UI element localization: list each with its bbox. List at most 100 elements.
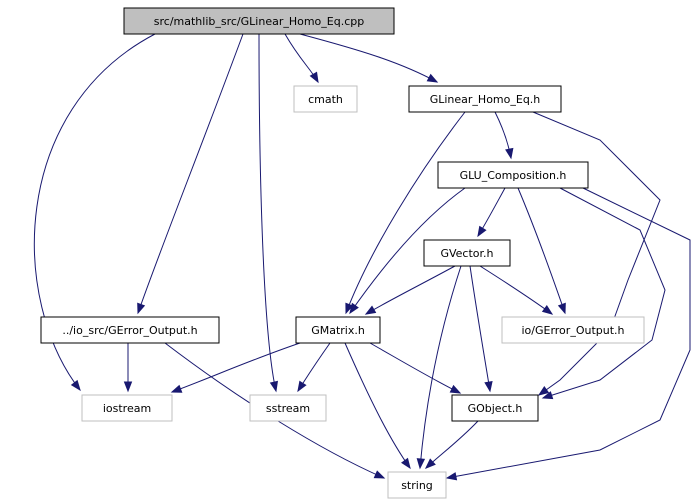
edge-line-glu_h-to-string <box>446 187 691 479</box>
edge-arrowhead-root-to-iostream <box>70 379 81 392</box>
node-box <box>81 394 173 422</box>
node-label: sstream <box>266 402 310 415</box>
node-sstream: sstream <box>249 394 327 422</box>
edge-line-root-to-glhe_h <box>299 33 438 83</box>
node-label: io/GError_Output.h <box>521 324 624 337</box>
node-box <box>249 394 327 422</box>
node-string: string <box>387 471 447 499</box>
edge-root-to-glhe_h <box>299 33 439 83</box>
node-box <box>451 394 539 422</box>
edge-arrowhead-gerror_rel-to-string <box>373 470 386 479</box>
node-box <box>387 471 447 499</box>
edge-glu_h-to-gvector_h <box>477 187 506 238</box>
edge-arrowhead-gmatrix_h-to-gobject_h <box>449 384 462 394</box>
edge-gmatrix_h-to-iostream <box>170 342 301 393</box>
edge-line-glu_h-to-gmatrix_h <box>349 187 466 314</box>
node-label: GLU_Composition.h <box>460 169 567 182</box>
node-box <box>293 85 358 113</box>
node-glhe-h[interactable]: GLinear_Homo_Eq.h <box>408 85 562 113</box>
edge-arrowhead-gmatrix_h-to-sstream <box>297 380 307 393</box>
node-gvector-h[interactable]: GVector.h <box>423 239 511 267</box>
edge-arrowhead-gvector_h-to-string <box>416 458 426 470</box>
edge-gerror_rel-to-iostream <box>123 342 133 393</box>
node-box <box>408 85 562 113</box>
node-box <box>40 316 220 344</box>
edge-arrowhead-glhe_h-to-glu_h <box>505 147 514 160</box>
node-glu-h[interactable]: GLU_Composition.h <box>437 161 589 189</box>
nodes-layer: src/mathlib_src/GLinear_Homo_Eq.cppcmath… <box>40 7 645 499</box>
node-root[interactable]: src/mathlib_src/GLinear_Homo_Eq.cpp <box>123 7 395 35</box>
edge-root-to-sstream <box>258 33 279 393</box>
edge-arrowhead-gmatrix_h-to-iostream <box>170 384 183 393</box>
edge-arrowhead-root-to-glhe_h <box>426 73 439 83</box>
edge-arrowhead-glu_h-to-string <box>445 472 458 481</box>
edge-line-gmatrix_h-to-gobject_h <box>369 342 461 394</box>
edge-glu_h-to-gobject_h <box>541 187 666 400</box>
edge-gvector_h-to-string <box>416 265 462 470</box>
edge-gmatrix_h-to-string <box>344 342 411 470</box>
node-label: src/mathlib_src/GLinear_Homo_Eq.cpp <box>154 15 364 28</box>
edge-line-glu_h-to-io_gerror <box>517 187 566 314</box>
edge-line-gobject_h-to-string <box>425 420 479 469</box>
edge-arrowhead-glu_h-to-gobject_h <box>541 391 554 400</box>
node-label: string <box>401 479 433 492</box>
edge-gobject_h-to-string <box>424 420 479 469</box>
edge-arrowhead-glu_h-to-io_gerror <box>557 302 566 315</box>
edge-root-to-iostream <box>33 33 156 392</box>
node-box <box>437 161 589 189</box>
node-label: iostream <box>103 402 151 415</box>
edge-glhe_h-to-gobject_h <box>532 111 661 396</box>
edge-line-gvector_h-to-gobject_h <box>469 265 491 392</box>
edge-line-root-to-iostream <box>33 33 156 391</box>
edge-glu_h-to-io_gerror <box>517 187 566 315</box>
edge-gvector_h-to-io_gerror <box>479 265 554 315</box>
edge-line-glhe_h-to-gmatrix_h <box>345 111 466 314</box>
edge-line-gvector_h-to-io_gerror <box>479 265 553 315</box>
node-gerror-rel[interactable]: ../io_src/GError_Output.h <box>40 316 220 344</box>
edge-line-gvector_h-to-string <box>419 265 462 469</box>
node-label: GLinear_Homo_Eq.h <box>430 93 541 106</box>
edge-line-glu_h-to-gobject_h <box>542 187 666 399</box>
node-gmatrix-h[interactable]: GMatrix.h <box>295 316 381 344</box>
node-label: GVector.h <box>440 247 493 260</box>
edge-arrowhead-gvector_h-to-io_gerror <box>541 305 554 315</box>
edge-arrowhead-gvector_h-to-gmatrix_h <box>364 305 377 315</box>
node-gobject-h[interactable]: GObject.h <box>451 394 539 422</box>
node-box <box>123 7 395 35</box>
node-cmath: cmath <box>293 85 358 113</box>
edge-line-glhe_h-to-gobject_h <box>532 111 661 396</box>
edge-gmatrix_h-to-gobject_h <box>369 342 462 394</box>
edge-glhe_h-to-gmatrix_h <box>345 111 466 315</box>
node-iostream: iostream <box>81 394 173 422</box>
edge-arrowhead-glhe_h-to-gobject_h <box>537 386 550 396</box>
node-io-gerror: io/GError_Output.h <box>501 316 645 344</box>
edge-root-to-gerror_rel <box>137 33 244 315</box>
edge-arrowhead-glhe_h-to-gmatrix_h <box>345 302 354 315</box>
edge-arrowhead-root-to-cmath <box>309 71 319 84</box>
edge-arrowhead-root-to-gerror_rel <box>137 302 146 315</box>
node-label: cmath <box>308 93 343 106</box>
edge-gmatrix_h-to-sstream <box>297 342 331 393</box>
edge-arrowhead-glu_h-to-gvector_h <box>477 225 487 238</box>
edge-gvector_h-to-gobject_h <box>469 265 493 393</box>
edge-arrowhead-gvector_h-to-gobject_h <box>484 380 493 393</box>
edge-line-gmatrix_h-to-string <box>344 342 411 469</box>
node-box <box>423 239 511 267</box>
edge-line-root-to-gerror_rel <box>137 33 244 314</box>
node-label: GObject.h <box>468 402 523 415</box>
node-label: ../io_src/GError_Output.h <box>62 324 197 337</box>
edge-glhe_h-to-glu_h <box>494 111 514 160</box>
edge-line-gmatrix_h-to-iostream <box>171 342 301 393</box>
node-box <box>501 316 645 344</box>
edge-arrowhead-gerror_rel-to-iostream <box>123 381 133 393</box>
node-label: GMatrix.h <box>311 324 365 337</box>
edge-arrowhead-gobject_h-to-string <box>424 458 436 469</box>
edge-root-to-cmath <box>284 33 319 84</box>
node-box <box>295 316 381 344</box>
edge-glu_h-to-gmatrix_h <box>349 187 466 315</box>
edge-line-root-to-sstream <box>258 33 277 392</box>
edge-arrowhead-gmatrix_h-to-string <box>401 457 411 470</box>
edge-arrowhead-root-to-sstream <box>269 380 279 393</box>
edge-arrowhead-glu_h-to-gmatrix_h <box>349 302 359 315</box>
